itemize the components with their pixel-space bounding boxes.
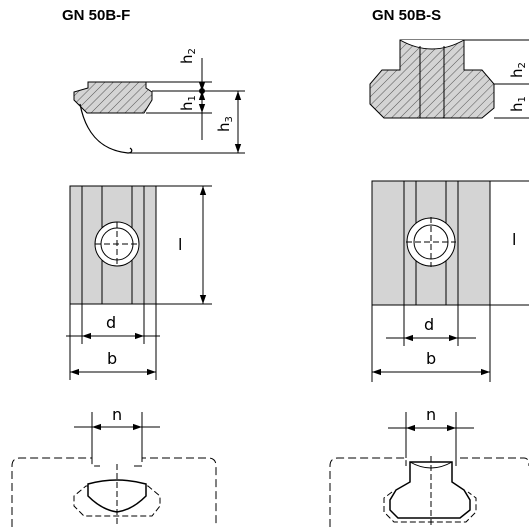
label-n-right: n [426, 405, 436, 424]
label-l-right: l [512, 230, 516, 249]
title-gn50b-s: GN 50B-S [372, 7, 442, 24]
label-h1-right: h1 [508, 96, 528, 112]
gn50b-s-slot-view [329, 412, 529, 527]
gn50b-s-side-view [369, 39, 529, 119]
label-h3-left: h3 [215, 116, 235, 132]
title-gn50b-f: GN 50B-F [62, 7, 131, 24]
label-h1-left: h1 [178, 95, 198, 111]
label-d-left: d [106, 313, 116, 332]
gn50b-f-top-view [66, 185, 212, 380]
gn50b-s-top-view [371, 180, 529, 382]
label-d-right: d [424, 315, 434, 334]
gn50b-f-slot-view [11, 412, 217, 527]
gn50b-f-side-view [73, 58, 245, 154]
label-l-left: l [178, 235, 182, 254]
label-b-right: b [426, 349, 436, 368]
label-n-left: n [112, 405, 122, 424]
label-h2-left: h2 [178, 48, 198, 64]
label-b-left: b [107, 349, 117, 368]
label-h2-right: h2 [508, 62, 528, 78]
